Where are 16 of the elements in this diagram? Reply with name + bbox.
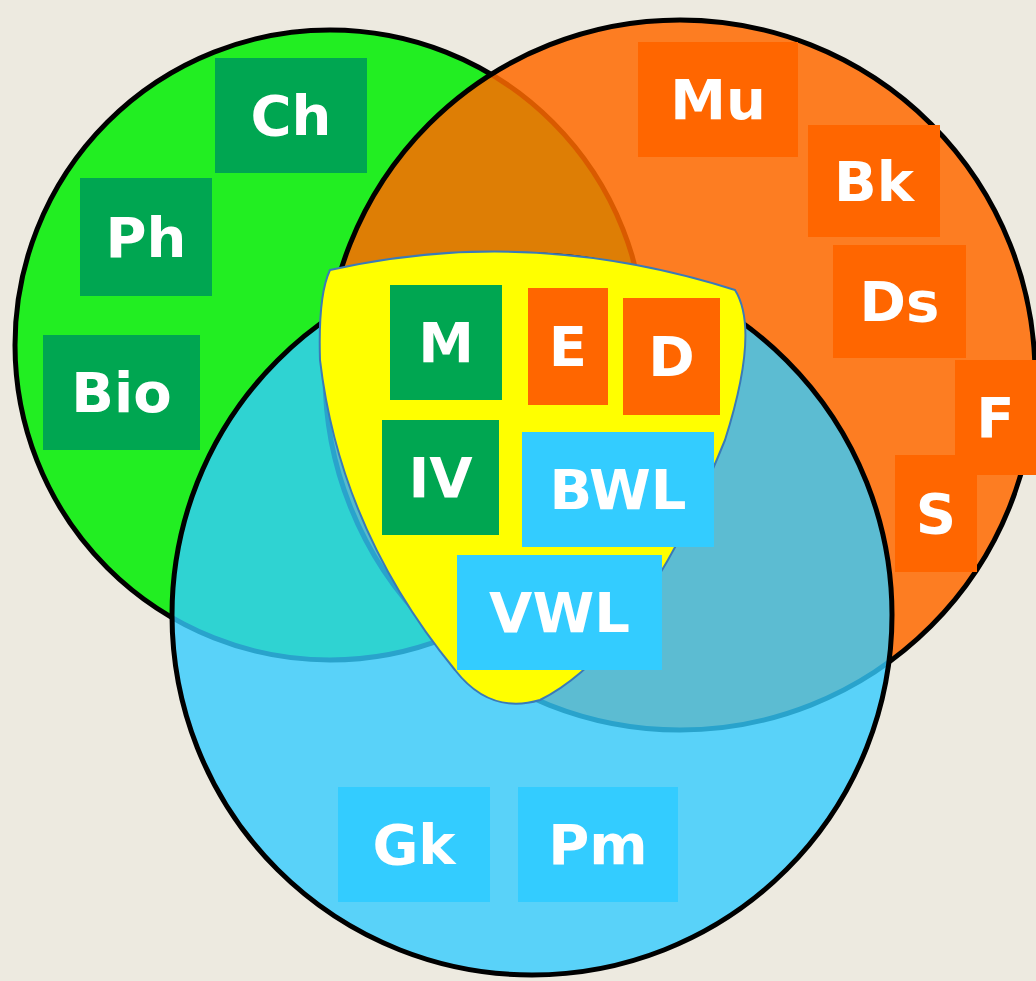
subject-tag: Pm [518,787,678,902]
subject-tag: IV [382,420,499,535]
subject-tag: F [955,360,1036,475]
subject-tag: VWL [457,555,662,670]
subject-tag: Ch [215,58,367,173]
subject-tag: M [390,285,502,400]
subject-tag: E [528,288,608,405]
subject-tag: Bio [43,335,200,450]
subject-tag: Mu [638,42,798,157]
subject-tag: D [623,298,720,415]
subject-tag: S [895,455,977,572]
subject-tag: BWL [522,432,714,547]
subject-tag: Ph [80,178,212,296]
subject-tag: Gk [338,787,490,902]
subject-tag: Bk [808,125,940,237]
subject-tag: Ds [833,245,966,358]
